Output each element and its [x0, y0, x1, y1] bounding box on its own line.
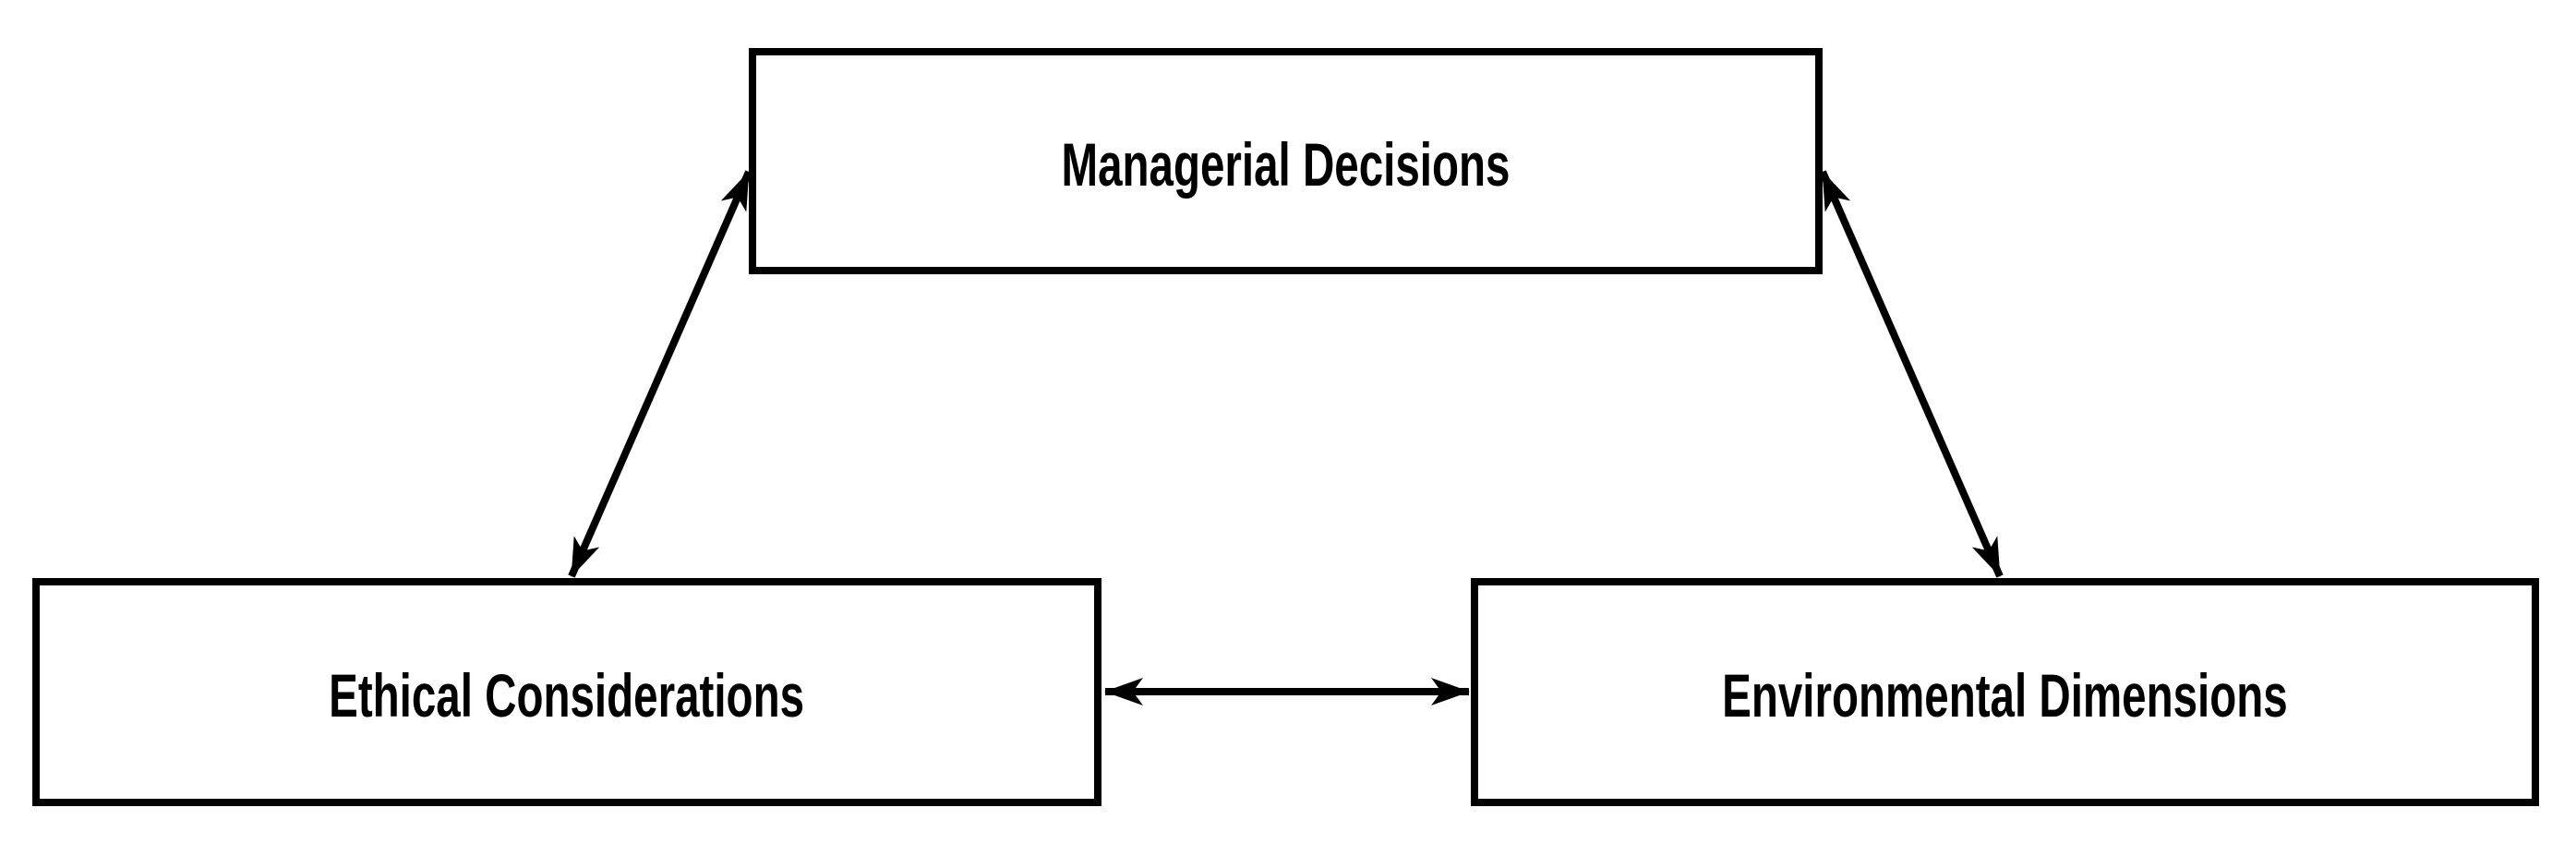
node-environmental-dimensions: Environmental Dimensions [1471, 578, 2539, 806]
double-arrow-managerial-ethical [568, 170, 752, 578]
node-managerial-decisions-label: Managerial Decisions [1061, 129, 1511, 199]
node-environmental-dimensions-label: Environmental Dimensions [1722, 660, 2288, 729]
node-managerial-decisions: Managerial Decisions [749, 48, 1823, 274]
node-ethical-considerations-label: Ethical Considerations [329, 660, 805, 729]
double-arrow-managerial-environmental [1819, 170, 2004, 578]
node-ethical-considerations: Ethical Considerations [32, 578, 1101, 806]
